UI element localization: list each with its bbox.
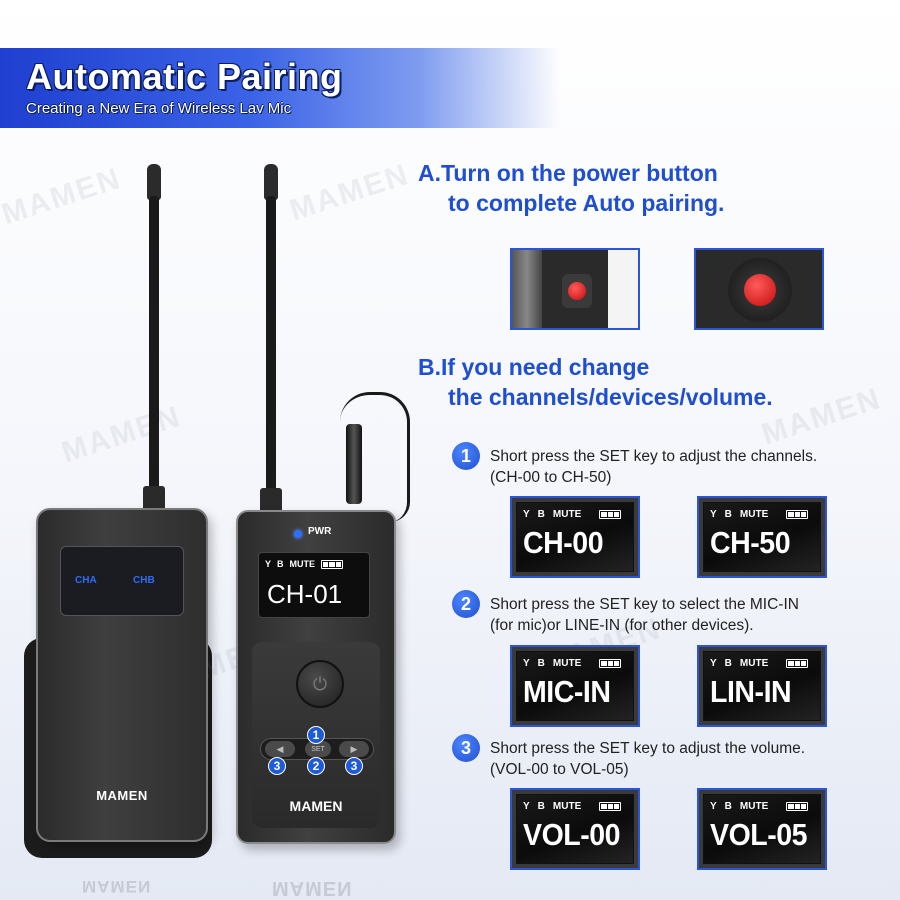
lcd-status-bar: Y B MUTE — [523, 658, 622, 669]
watermark: MAMEN — [0, 161, 126, 232]
section-a-heading: A.Turn on the power button to complete A… — [418, 158, 724, 218]
signal-icon: Y — [265, 559, 272, 569]
receiver-antenna-tip — [147, 164, 161, 200]
lcd-screen: Y B MUTE VOL-05 — [697, 788, 827, 870]
power-button-icon — [568, 282, 586, 300]
battery-icon — [786, 802, 809, 811]
power-button[interactable]: ⏻ — [296, 660, 344, 708]
lcd-screen: Y B MUTE CH-50 — [697, 496, 827, 578]
right-key-button[interactable]: ▶ — [339, 741, 369, 757]
step-description: Short press the SET key to adjust the vo… — [490, 740, 806, 757]
step-description: Short press the SET key to select the MI… — [490, 596, 799, 613]
step-range: (CH-00 to CH-50) — [490, 469, 612, 486]
power-button-front-photo — [694, 248, 824, 330]
mute-indicator: MUTE — [289, 559, 316, 569]
step-2: 2 Short press the SET key to select the … — [452, 590, 799, 636]
watermark-reflection: MAMEN — [82, 877, 152, 896]
watermark: MAMEN — [57, 399, 186, 470]
channel-readout: CH-01 — [267, 579, 343, 609]
step-number-icon: 2 — [452, 590, 480, 618]
power-icon: ⏻ — [312, 673, 328, 694]
left-key-badge: 3 — [268, 757, 286, 775]
watermark: MAMEN — [757, 381, 886, 452]
lcd-value: CH-00 — [523, 525, 604, 560]
receiver-indicator-window: CHA CHB — [60, 546, 184, 616]
watermark-reflection: MAMEN — [272, 877, 353, 899]
battery-icon — [599, 659, 622, 668]
screen-status-bar: Y B MUTE — [265, 559, 344, 569]
section-a-line2: to complete Auto pairing. — [448, 190, 725, 216]
channel-b-indicator: CHB — [133, 575, 155, 586]
signal-icon: Y — [710, 801, 717, 812]
transmitter-screen: Y B MUTE CH-01 — [258, 552, 370, 618]
b-indicator: B — [277, 559, 284, 569]
lcd-screen: Y B MUTE MIC-IN — [510, 645, 640, 727]
channel-a-indicator: CHA — [75, 575, 97, 586]
transmitter-device: PWR Y B MUTE CH-01 ⏻ ◀ SET ▶ MAMEN — [236, 510, 396, 844]
lcd-value: LIN-IN — [710, 674, 792, 709]
power-button-icon — [744, 274, 776, 306]
battery-icon — [599, 802, 622, 811]
lcd-status-bar: Y B MUTE — [523, 509, 622, 520]
step-description: Short press the SET key to adjust the ch… — [490, 448, 818, 465]
battery-icon — [786, 659, 809, 668]
receiver-device: CHA CHB MAMEN — [36, 508, 208, 842]
lcd-status-bar: Y B MUTE — [523, 801, 622, 812]
signal-icon: Y — [523, 509, 530, 520]
section-b-line2: the channels/devices/volume. — [448, 384, 773, 410]
page-subtitle: Creating a New Era of Wireless Lav Mic — [26, 100, 292, 117]
signal-icon: Y — [710, 509, 717, 520]
lcd-screen: Y B MUTE CH-00 — [510, 496, 640, 578]
receiver-brand-logo: MAMEN — [96, 788, 148, 803]
transmitter-antenna — [266, 196, 276, 496]
key-bar: ◀ SET ▶ — [260, 738, 374, 760]
lcd-status-bar: Y B MUTE — [710, 658, 809, 669]
transmitter-antenna-tip — [264, 164, 278, 200]
section-b-line1: B.If you need change — [418, 354, 650, 380]
lcd-status-bar: Y B MUTE — [710, 801, 809, 812]
signal-icon: Y — [710, 658, 717, 669]
lcd-value: VOL-00 — [523, 817, 621, 852]
step-range: (VOL-00 to VOL-05) — [490, 761, 629, 778]
signal-icon: Y — [523, 658, 530, 669]
section-a-line1: A.Turn on the power button — [418, 160, 718, 186]
set-key-button[interactable]: SET — [305, 741, 331, 757]
signal-icon: Y — [523, 801, 530, 812]
watermark: MAMEN — [285, 157, 414, 228]
lcd-screen: Y B MUTE LIN-IN — [697, 645, 827, 727]
lav-mic-connector — [346, 424, 362, 504]
lcd-value: CH-50 — [710, 525, 791, 560]
lcd-screen: Y B MUTE VOL-00 — [510, 788, 640, 870]
set-key-badge: 1 — [307, 726, 325, 744]
step-number-icon: 3 — [452, 734, 480, 762]
section-b-heading: B.If you need change the channels/device… — [418, 352, 773, 412]
page-title: Automatic Pairing — [26, 56, 343, 97]
lcd-value: MIC-IN — [523, 674, 611, 709]
lav-mic-cable — [340, 392, 410, 522]
receiver-antenna — [149, 196, 159, 496]
right-key-badge: 3 — [345, 757, 363, 775]
left-key-button[interactable]: ◀ — [265, 741, 295, 757]
battery-icon — [786, 510, 809, 519]
step-1: 1 Short press the SET key to adjust the … — [452, 442, 818, 488]
battery-icon — [321, 559, 344, 569]
transmitter-brand-logo: MAMEN — [289, 798, 343, 814]
step-range: (for mic)or LINE-IN (for other devices). — [490, 617, 754, 634]
header-banner: Automatic Pairing Creating a New Era of … — [0, 48, 560, 128]
lcd-value: VOL-05 — [710, 817, 808, 852]
step-number-icon: 1 — [452, 442, 480, 470]
power-led-icon — [294, 530, 302, 538]
lcd-status-bar: Y B MUTE — [710, 509, 809, 520]
power-label: PWR — [308, 526, 332, 537]
set-key-badge: 2 — [307, 757, 325, 775]
step-3: 3 Short press the SET key to adjust the … — [452, 734, 806, 780]
battery-icon — [599, 510, 622, 519]
power-button-side-photo — [510, 248, 640, 330]
